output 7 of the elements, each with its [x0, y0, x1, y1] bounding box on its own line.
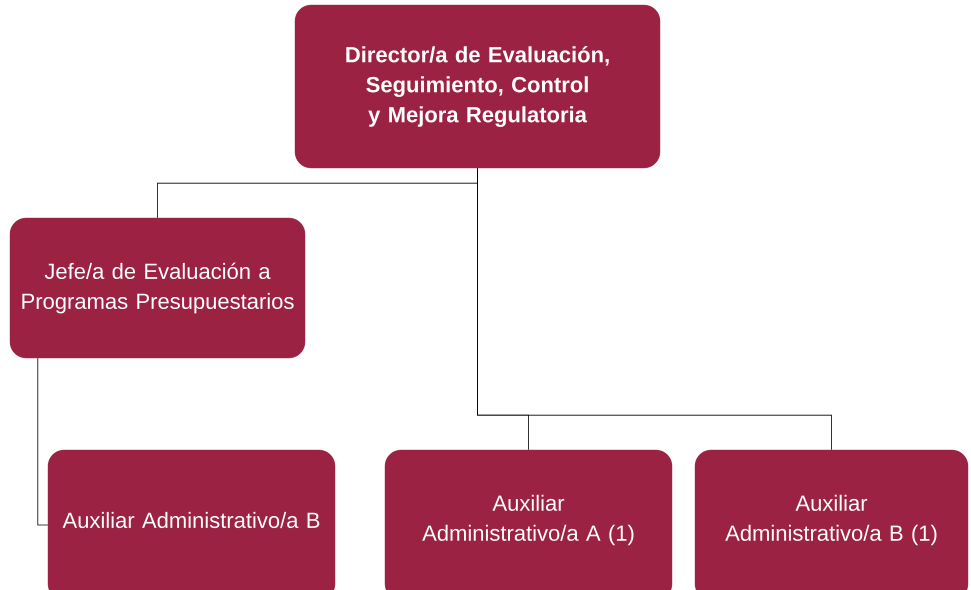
org-box: Auxiliar Administrativo/a A (1): [384, 450, 672, 590]
connector-line: [37, 358, 48, 526]
connector-line: [477, 168, 832, 450]
org-box: Director/a de Evaluación, Seguimiento, Control y Mejora Regulatoria: [294, 4, 660, 168]
org-box: Auxiliar Administrativo/a B: [48, 450, 336, 590]
org-box: Auxiliar Administrativo/a B (1): [694, 450, 968, 590]
org-box: Jefe/a de Evaluación a Programas Presupuestarios: [10, 218, 306, 358]
